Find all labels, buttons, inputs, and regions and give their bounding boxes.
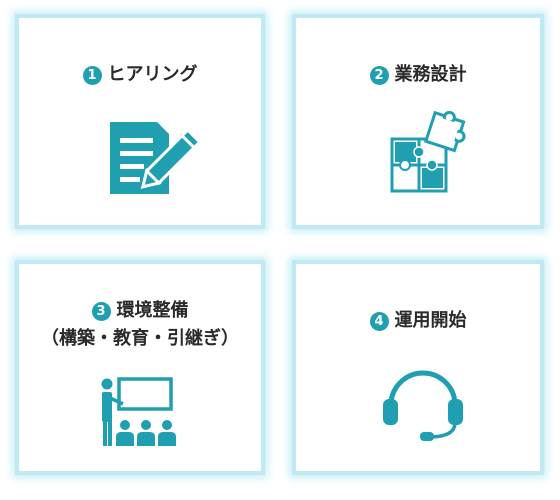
step-label: ヒアリング bbox=[107, 64, 198, 85]
step-title: 1 ヒアリング bbox=[19, 64, 261, 86]
step-title: 3 環境整備 bbox=[19, 300, 261, 322]
step-card-design: 2 業務設計 bbox=[292, 14, 544, 229]
step-card-operation: 4 運用開始 bbox=[292, 260, 544, 475]
step-title: 2 業務設計 bbox=[296, 64, 540, 86]
step-number-badge: 2 bbox=[369, 66, 389, 85]
step-number-badge: 4 bbox=[369, 312, 389, 331]
step-label: 環境整備 bbox=[116, 300, 189, 321]
headset-icon bbox=[383, 370, 463, 441]
document-pencil-icon bbox=[110, 122, 202, 194]
step-number-badge: 3 bbox=[91, 302, 111, 321]
step-card-environment: 3 環境整備 （構築・教育・引継ぎ） bbox=[15, 260, 265, 475]
puzzle-icon bbox=[390, 111, 466, 193]
step-sublabel: （構築・教育・引継ぎ） bbox=[41, 328, 239, 349]
step-label: 業務設計 bbox=[394, 64, 467, 85]
presentation-icon bbox=[101, 377, 176, 446]
step-number-badge: 1 bbox=[82, 66, 102, 85]
step-title: 4 運用開始 bbox=[296, 310, 540, 332]
step-card-hearing: 1 ヒアリング bbox=[15, 14, 265, 229]
step-label: 運用開始 bbox=[394, 310, 467, 331]
